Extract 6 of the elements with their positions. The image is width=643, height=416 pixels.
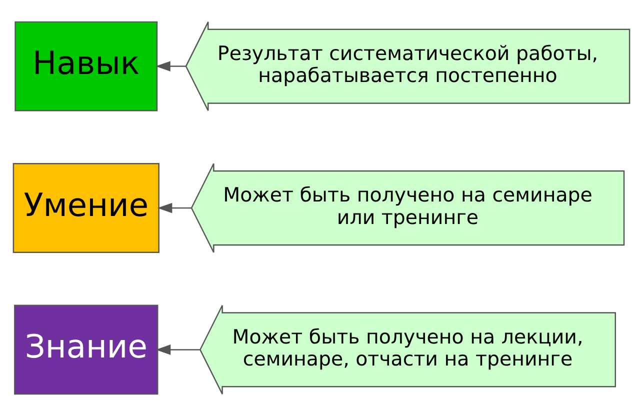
node-box: Умение	[12, 163, 160, 253]
arrow	[156, 344, 200, 355]
node-box: Навык	[14, 21, 158, 112]
arrow	[156, 61, 186, 72]
node-box: Знание	[14, 304, 158, 395]
arrow	[157, 202, 192, 214]
